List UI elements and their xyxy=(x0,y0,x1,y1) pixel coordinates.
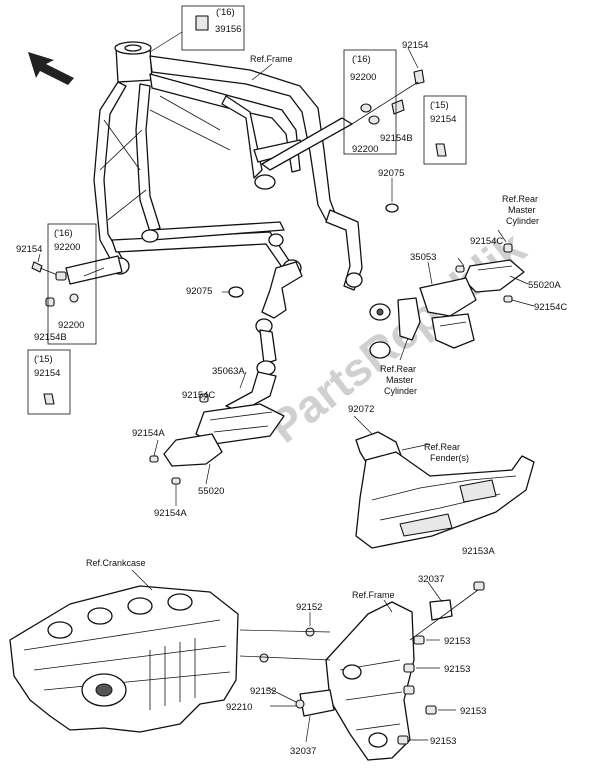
right-bolt-group xyxy=(261,69,447,213)
label-55020a: 55020A xyxy=(528,280,561,291)
direction-arrow-icon xyxy=(28,52,74,85)
label-92153: 92153 xyxy=(444,664,470,675)
year-box-15-right: ('15) 92154 xyxy=(423,95,467,165)
label-92154c: 92154C xyxy=(182,390,215,401)
label-92200: 92200 xyxy=(58,320,84,331)
label-92154: 92154 xyxy=(402,40,428,51)
label-92153: 92153 xyxy=(430,736,456,747)
label-ref-frame-top: Ref.Frame xyxy=(250,54,293,64)
label-ref-rear-fender: Ref.Rear xyxy=(424,442,460,452)
label-92152: 92152 xyxy=(296,602,322,613)
label-ref-rear-master: Ref.Rear xyxy=(502,194,538,204)
label-92152: 92152 xyxy=(250,686,276,697)
svg-text:Master: Master xyxy=(508,205,536,215)
year-box-15-left: ('15) 92154 xyxy=(27,349,71,415)
svg-text:('15): ('15) xyxy=(34,354,53,365)
label-92200: 92200 xyxy=(350,72,376,83)
engine-mount-bracket xyxy=(239,581,485,761)
right-footpeg-bracket xyxy=(369,243,525,359)
label-92210: 92210 xyxy=(226,702,252,713)
label-ref-frame-bottom: Ref.Frame xyxy=(352,590,395,600)
left-bolt-group xyxy=(31,255,123,307)
label-92154b: 92154B xyxy=(380,133,413,144)
crankcase xyxy=(9,585,239,733)
label-92200: 92200 xyxy=(352,144,378,155)
leader-lines xyxy=(37,47,535,743)
label-92154a: 92154A xyxy=(154,508,187,519)
svg-text:92154: 92154 xyxy=(430,114,456,125)
svg-text:Fender(s): Fender(s) xyxy=(430,453,469,463)
label-92200: 92200 xyxy=(54,242,80,253)
label-ref-rear-master: Ref.Rear xyxy=(380,364,416,374)
inset-39156: ('16) 39156 xyxy=(149,5,245,53)
part-labels: Ref.Frame 92154 92200 92154B 92200 92075… xyxy=(16,40,567,757)
label-92153a: 92153A xyxy=(462,546,495,557)
label-92153: 92153 xyxy=(460,706,486,717)
svg-text:92154: 92154 xyxy=(34,368,60,379)
svg-text:Master: Master xyxy=(386,375,414,385)
frame xyxy=(93,41,363,291)
svg-text:Cylinder: Cylinder xyxy=(506,216,539,226)
svg-text:('16): ('16) xyxy=(54,228,73,239)
watermark: PartsRepublik xyxy=(259,221,535,453)
label-ref-crankcase: Ref.Crankcase xyxy=(86,558,146,568)
label-92154c: 92154C xyxy=(470,236,503,247)
label-92154c: 92154C xyxy=(534,302,567,313)
label-35053: 35053 xyxy=(410,252,436,263)
label-55020: 55020 xyxy=(198,486,224,497)
label-35063a: 35063A xyxy=(212,366,245,377)
label-32037: 32037 xyxy=(290,746,316,757)
label-92153: 92153 xyxy=(444,636,470,647)
label-32037: 32037 xyxy=(418,574,444,585)
year-box-16-left: ('16) xyxy=(47,223,97,345)
inset-part: 39156 xyxy=(215,24,241,35)
label-92154: 92154 xyxy=(16,244,42,255)
label-92075: 92075 xyxy=(378,168,404,179)
label-92075: 92075 xyxy=(186,286,212,297)
inset-year: ('16) xyxy=(216,7,235,18)
svg-text:('15): ('15) xyxy=(430,100,449,111)
label-92154a: 92154A xyxy=(132,428,165,439)
label-92072: 92072 xyxy=(348,404,374,415)
label-92154b: 92154B xyxy=(34,332,67,343)
rear-fender xyxy=(355,431,535,549)
left-footpeg-bracket xyxy=(149,261,303,485)
svg-text:Cylinder: Cylinder xyxy=(384,386,417,396)
year-box-16-right: ('16) xyxy=(343,49,397,155)
svg-text:('16): ('16) xyxy=(352,54,371,65)
